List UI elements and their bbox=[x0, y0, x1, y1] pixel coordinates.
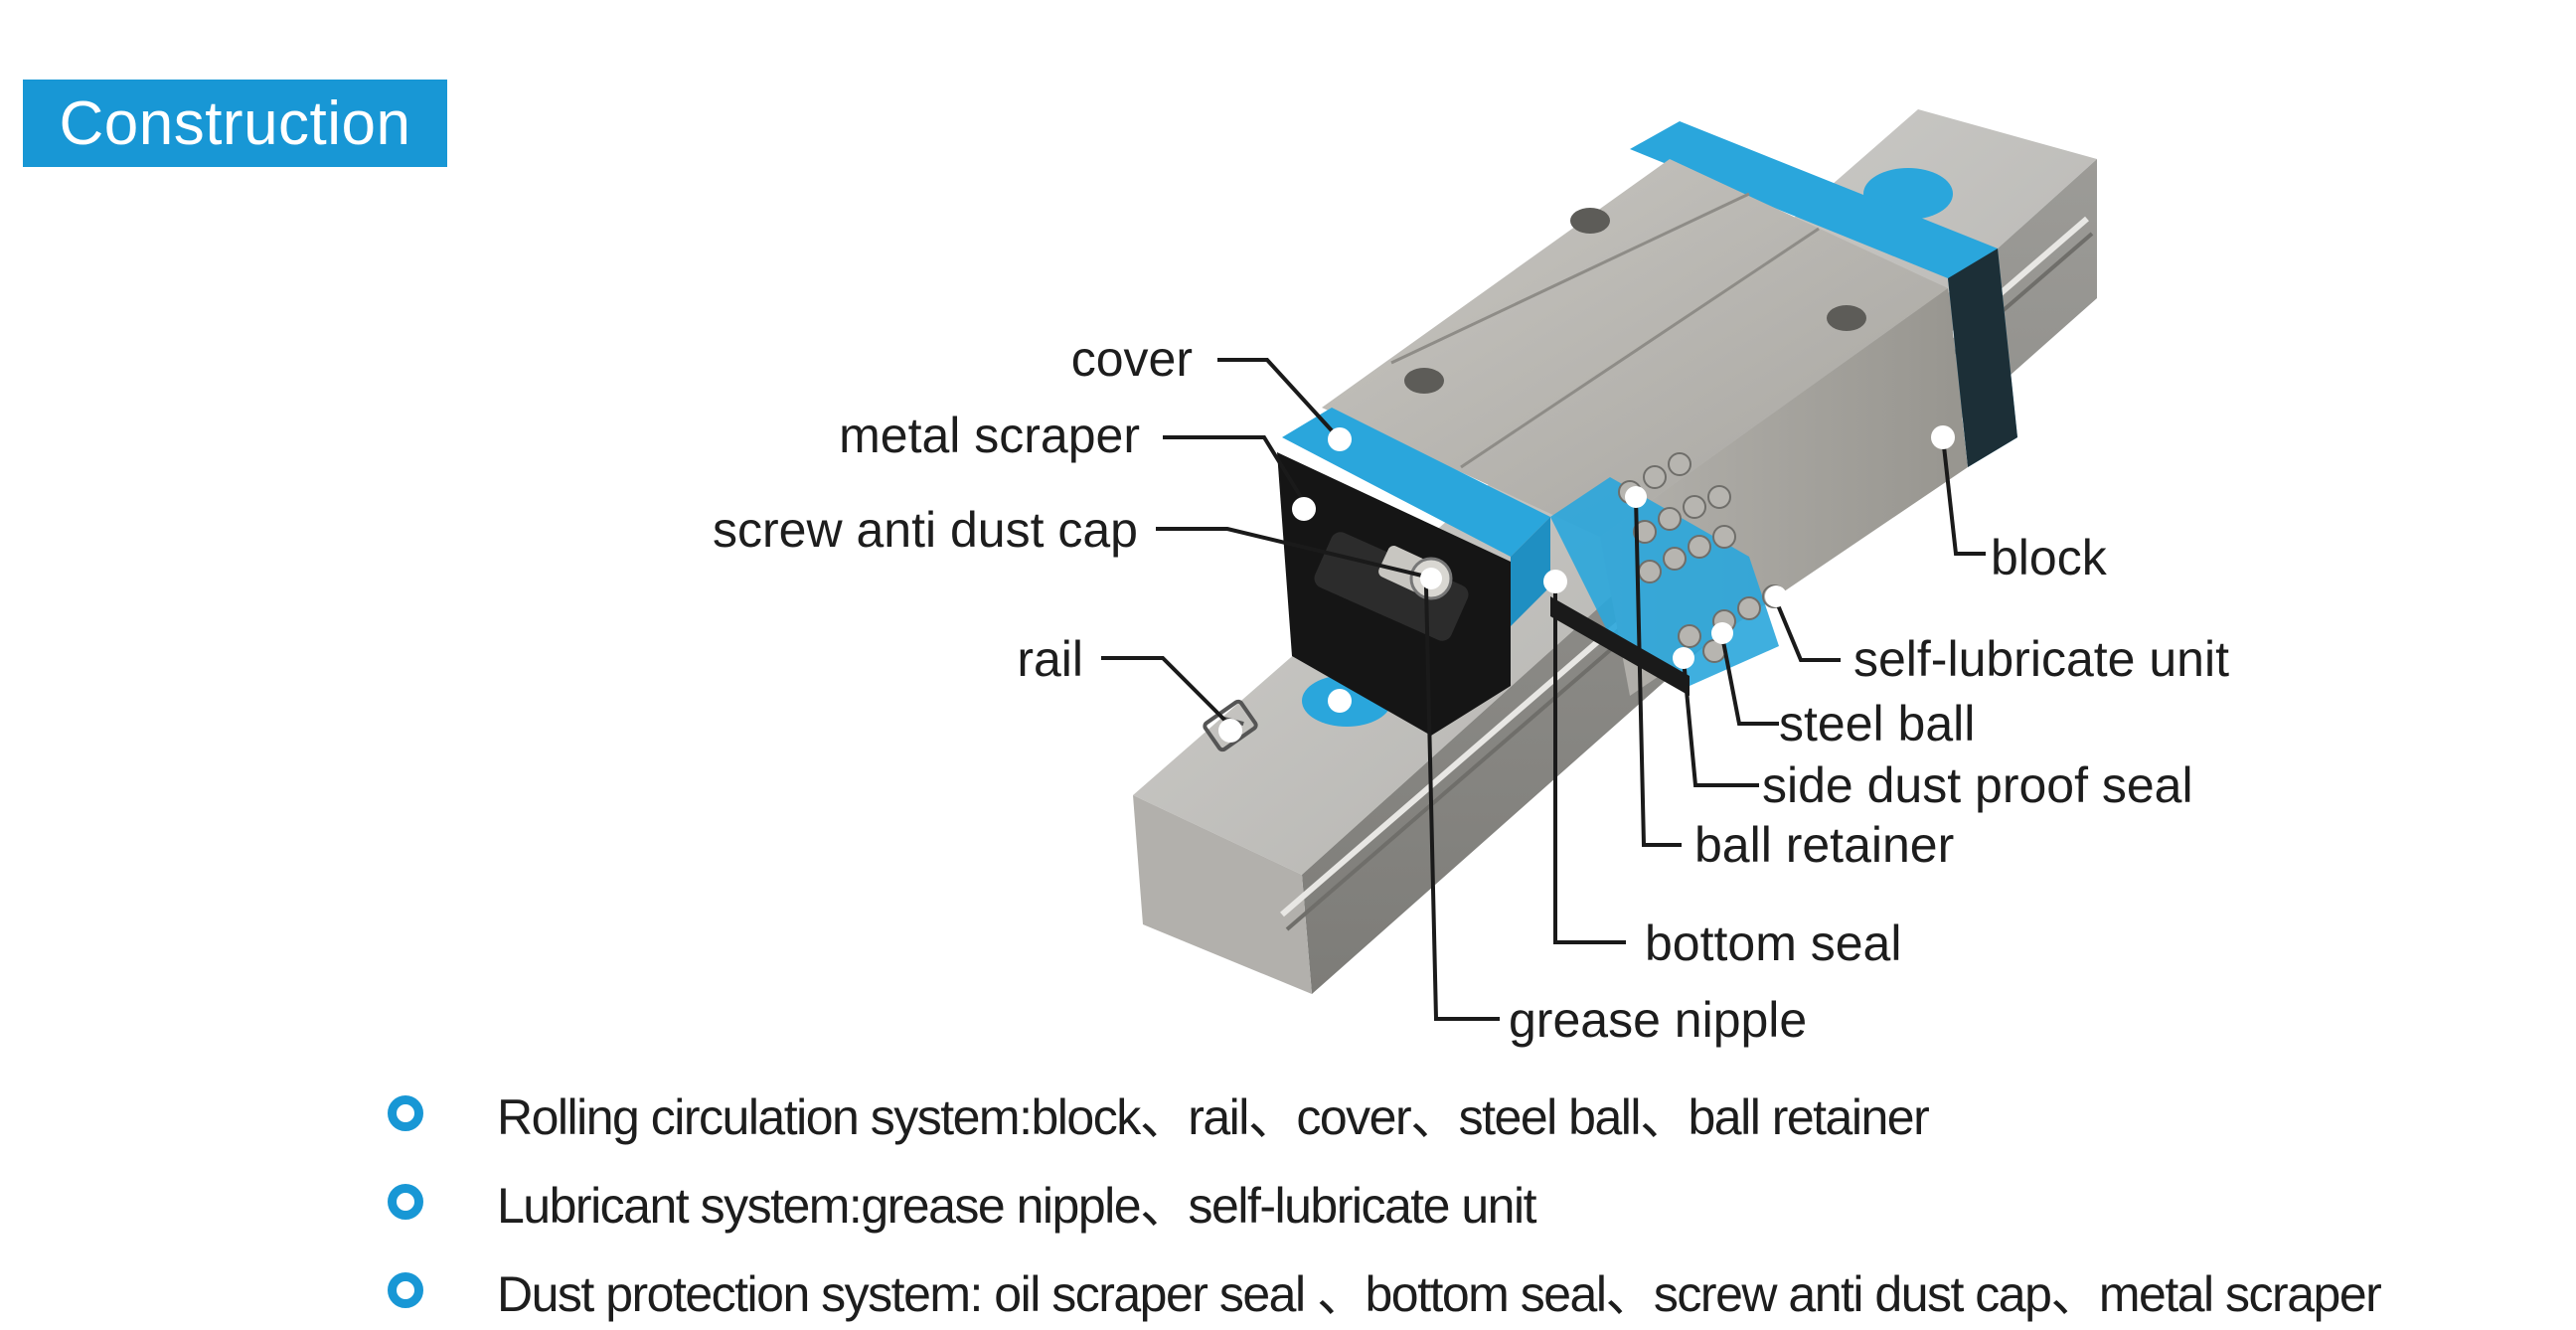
dot-steel-ball bbox=[1711, 622, 1733, 644]
leader-lines bbox=[1101, 358, 1986, 1021]
system-text: Lubricant system:grease nipple、self-lubr… bbox=[497, 1178, 1537, 1234]
dust-seal-strip bbox=[1550, 596, 1690, 696]
block-top-face bbox=[1322, 159, 1948, 537]
dot-self-lubricate-unit bbox=[1765, 585, 1787, 607]
callout-dots bbox=[1218, 425, 1955, 743]
circle-bullet-icon bbox=[388, 1184, 423, 1220]
dot-block bbox=[1931, 425, 1955, 449]
leader-metal-scraper bbox=[1163, 435, 1306, 504]
leader-rail bbox=[1101, 656, 1232, 728]
list-item: Rolling circulation system:block、rail、co… bbox=[388, 1078, 1930, 1149]
dot-rail bbox=[1218, 719, 1242, 743]
dot-metal-scraper bbox=[1292, 497, 1316, 521]
callout-ball-retainer: ball retainer bbox=[1694, 817, 1954, 873]
leader-steel-ball bbox=[1720, 635, 1779, 726]
dot-side-dust-proof-seal bbox=[1673, 647, 1694, 669]
dot-screw-anti-dust-cap bbox=[1420, 568, 1442, 589]
circle-bullet-icon bbox=[388, 1095, 423, 1131]
callout-metal-scraper: metal scraper bbox=[839, 408, 1140, 463]
system-text: Rolling circulation system:block、rail、co… bbox=[497, 1089, 1930, 1145]
list-item: Dust protection system: oil scraper seal… bbox=[388, 1254, 2382, 1326]
leader-self-lubricate-unit bbox=[1774, 599, 1841, 662]
block-seam-2 bbox=[1460, 227, 1820, 469]
callout-block: block bbox=[1991, 530, 2108, 585]
far-end-plate bbox=[1948, 249, 2017, 467]
block-mount-hole bbox=[1827, 305, 1866, 331]
dot-ball-retainer bbox=[1625, 486, 1647, 508]
callout-self-lubricate-unit: self-lubricate unit bbox=[1853, 631, 2229, 687]
list-item: Lubricant system:grease nipple、self-lubr… bbox=[388, 1166, 1537, 1238]
callout-screw-anti-dust-cap: screw anti dust cap bbox=[713, 502, 1138, 558]
dot-bottom-seal bbox=[1543, 570, 1567, 593]
rail-end-face bbox=[1133, 795, 1312, 994]
block-seam bbox=[1390, 192, 1750, 365]
callout-side-dust-proof-seal: side dust proof seal bbox=[1762, 757, 2193, 813]
callout-cover: cover bbox=[1071, 331, 1193, 387]
callout-rail: rail bbox=[1017, 631, 1083, 687]
dot-rail-cap bbox=[1328, 689, 1352, 713]
callout-bottom-seal: bottom seal bbox=[1645, 915, 1901, 971]
callout-grease-nipple: grease nipple bbox=[1509, 992, 1807, 1048]
block-mount-hole bbox=[1570, 208, 1610, 234]
section-title-badge: Construction bbox=[23, 80, 447, 167]
circle-bullet-icon bbox=[388, 1272, 423, 1308]
near-end-seal-side bbox=[1511, 517, 1550, 626]
leader-block bbox=[1941, 436, 1986, 556]
leader-bottom-seal bbox=[1553, 582, 1626, 944]
system-text: Dust protection system: oil scraper seal… bbox=[497, 1266, 2382, 1322]
leader-side-dust-proof-seal bbox=[1682, 658, 1759, 787]
leader-ball-retainer bbox=[1634, 496, 1682, 847]
dot-cover bbox=[1328, 427, 1352, 451]
section-title: Construction bbox=[59, 88, 411, 158]
block-mount-hole bbox=[1404, 368, 1444, 394]
leader-cover bbox=[1217, 358, 1342, 441]
callout-steel-ball: steel ball bbox=[1779, 696, 1975, 751]
leader-grease-nipple bbox=[1424, 585, 1500, 1021]
leader-screw-anti-dust-cap bbox=[1156, 527, 1427, 579]
